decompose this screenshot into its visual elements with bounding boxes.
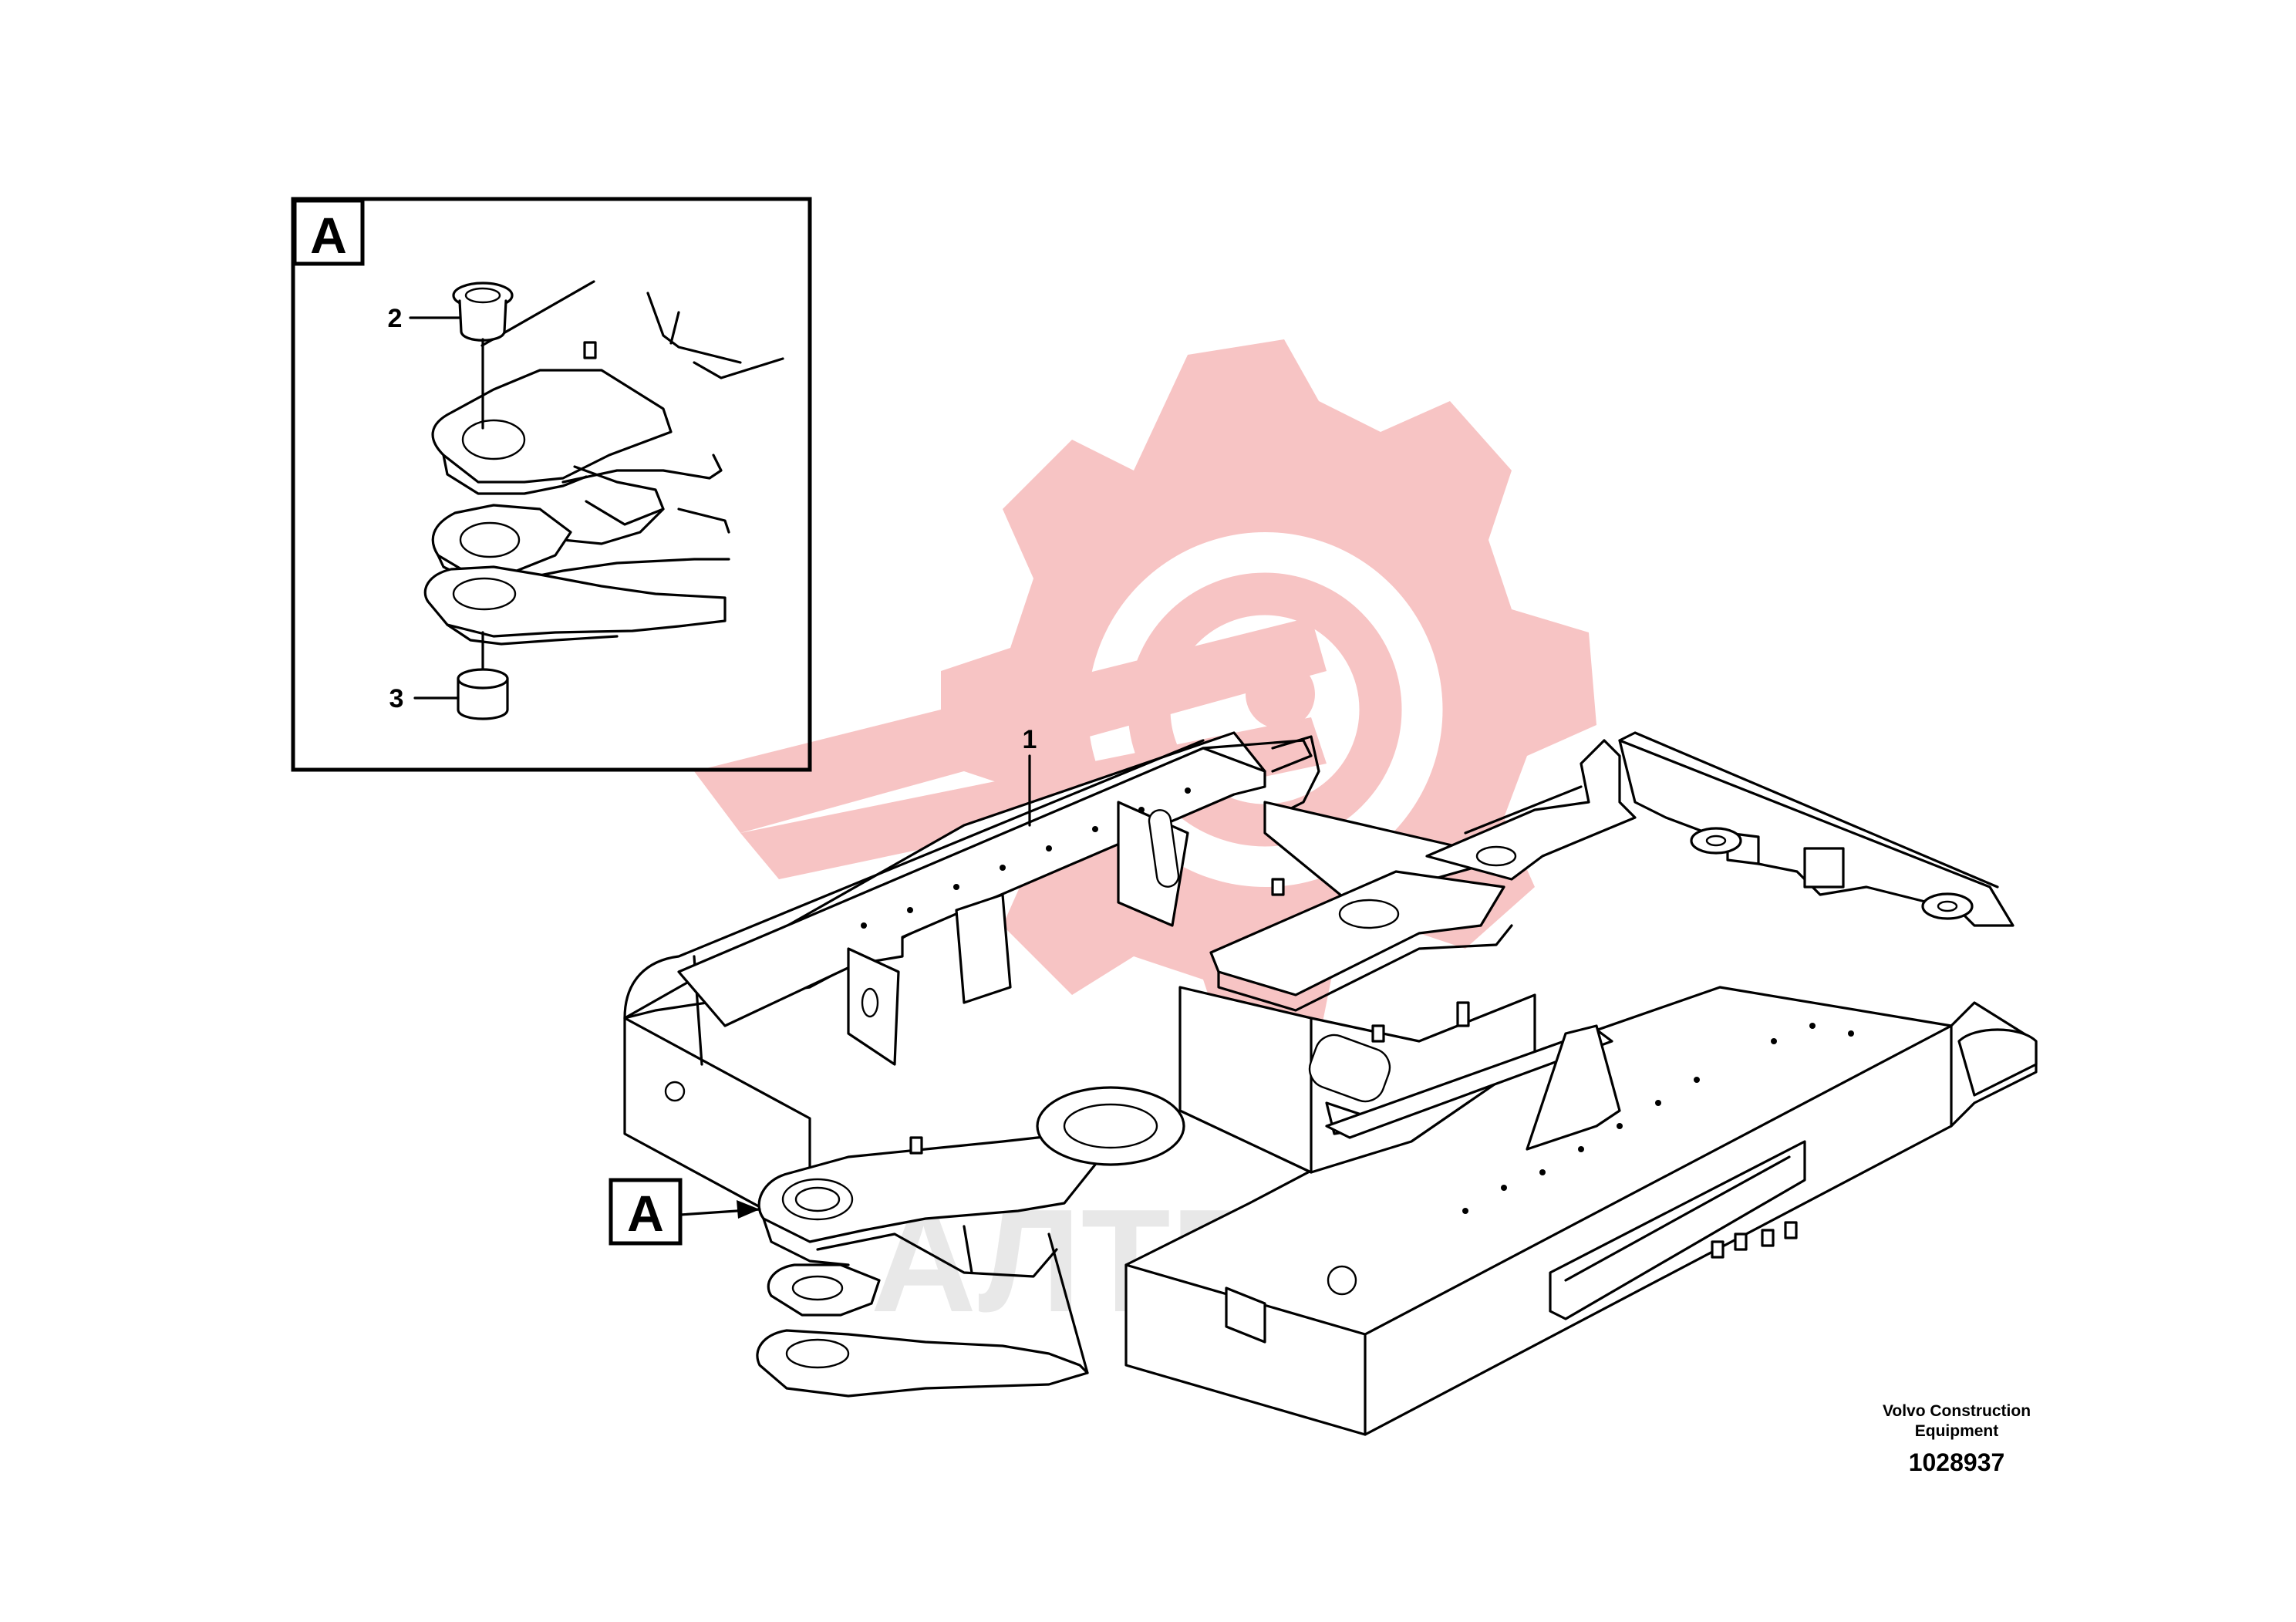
detail-marker-label: A [627, 1185, 664, 1242]
callout-3: 3 [389, 684, 404, 713]
detail-label-box [292, 198, 365, 266]
upper-frame-drawing [623, 731, 2038, 1436]
callout-1: 1 [1023, 725, 1037, 754]
detail-a-view: A 2 [291, 197, 812, 772]
bolt-holes-icon [861, 787, 1854, 1214]
detail-frame [291, 197, 812, 772]
part-3-bushing-icon [457, 668, 509, 720]
detail-marker-a: A [609, 1178, 761, 1246]
watermark-arrow-icon [694, 617, 1327, 833]
publisher-name: Volvo Construction [1883, 1402, 2031, 1420]
publisher-name-line2: Equipment [1915, 1422, 1999, 1440]
callout-2: 2 [388, 304, 403, 333]
drawing-number: 1028937 [1909, 1448, 2005, 1476]
part-2-bushing-icon [452, 282, 514, 342]
detail-label: A [310, 207, 347, 264]
